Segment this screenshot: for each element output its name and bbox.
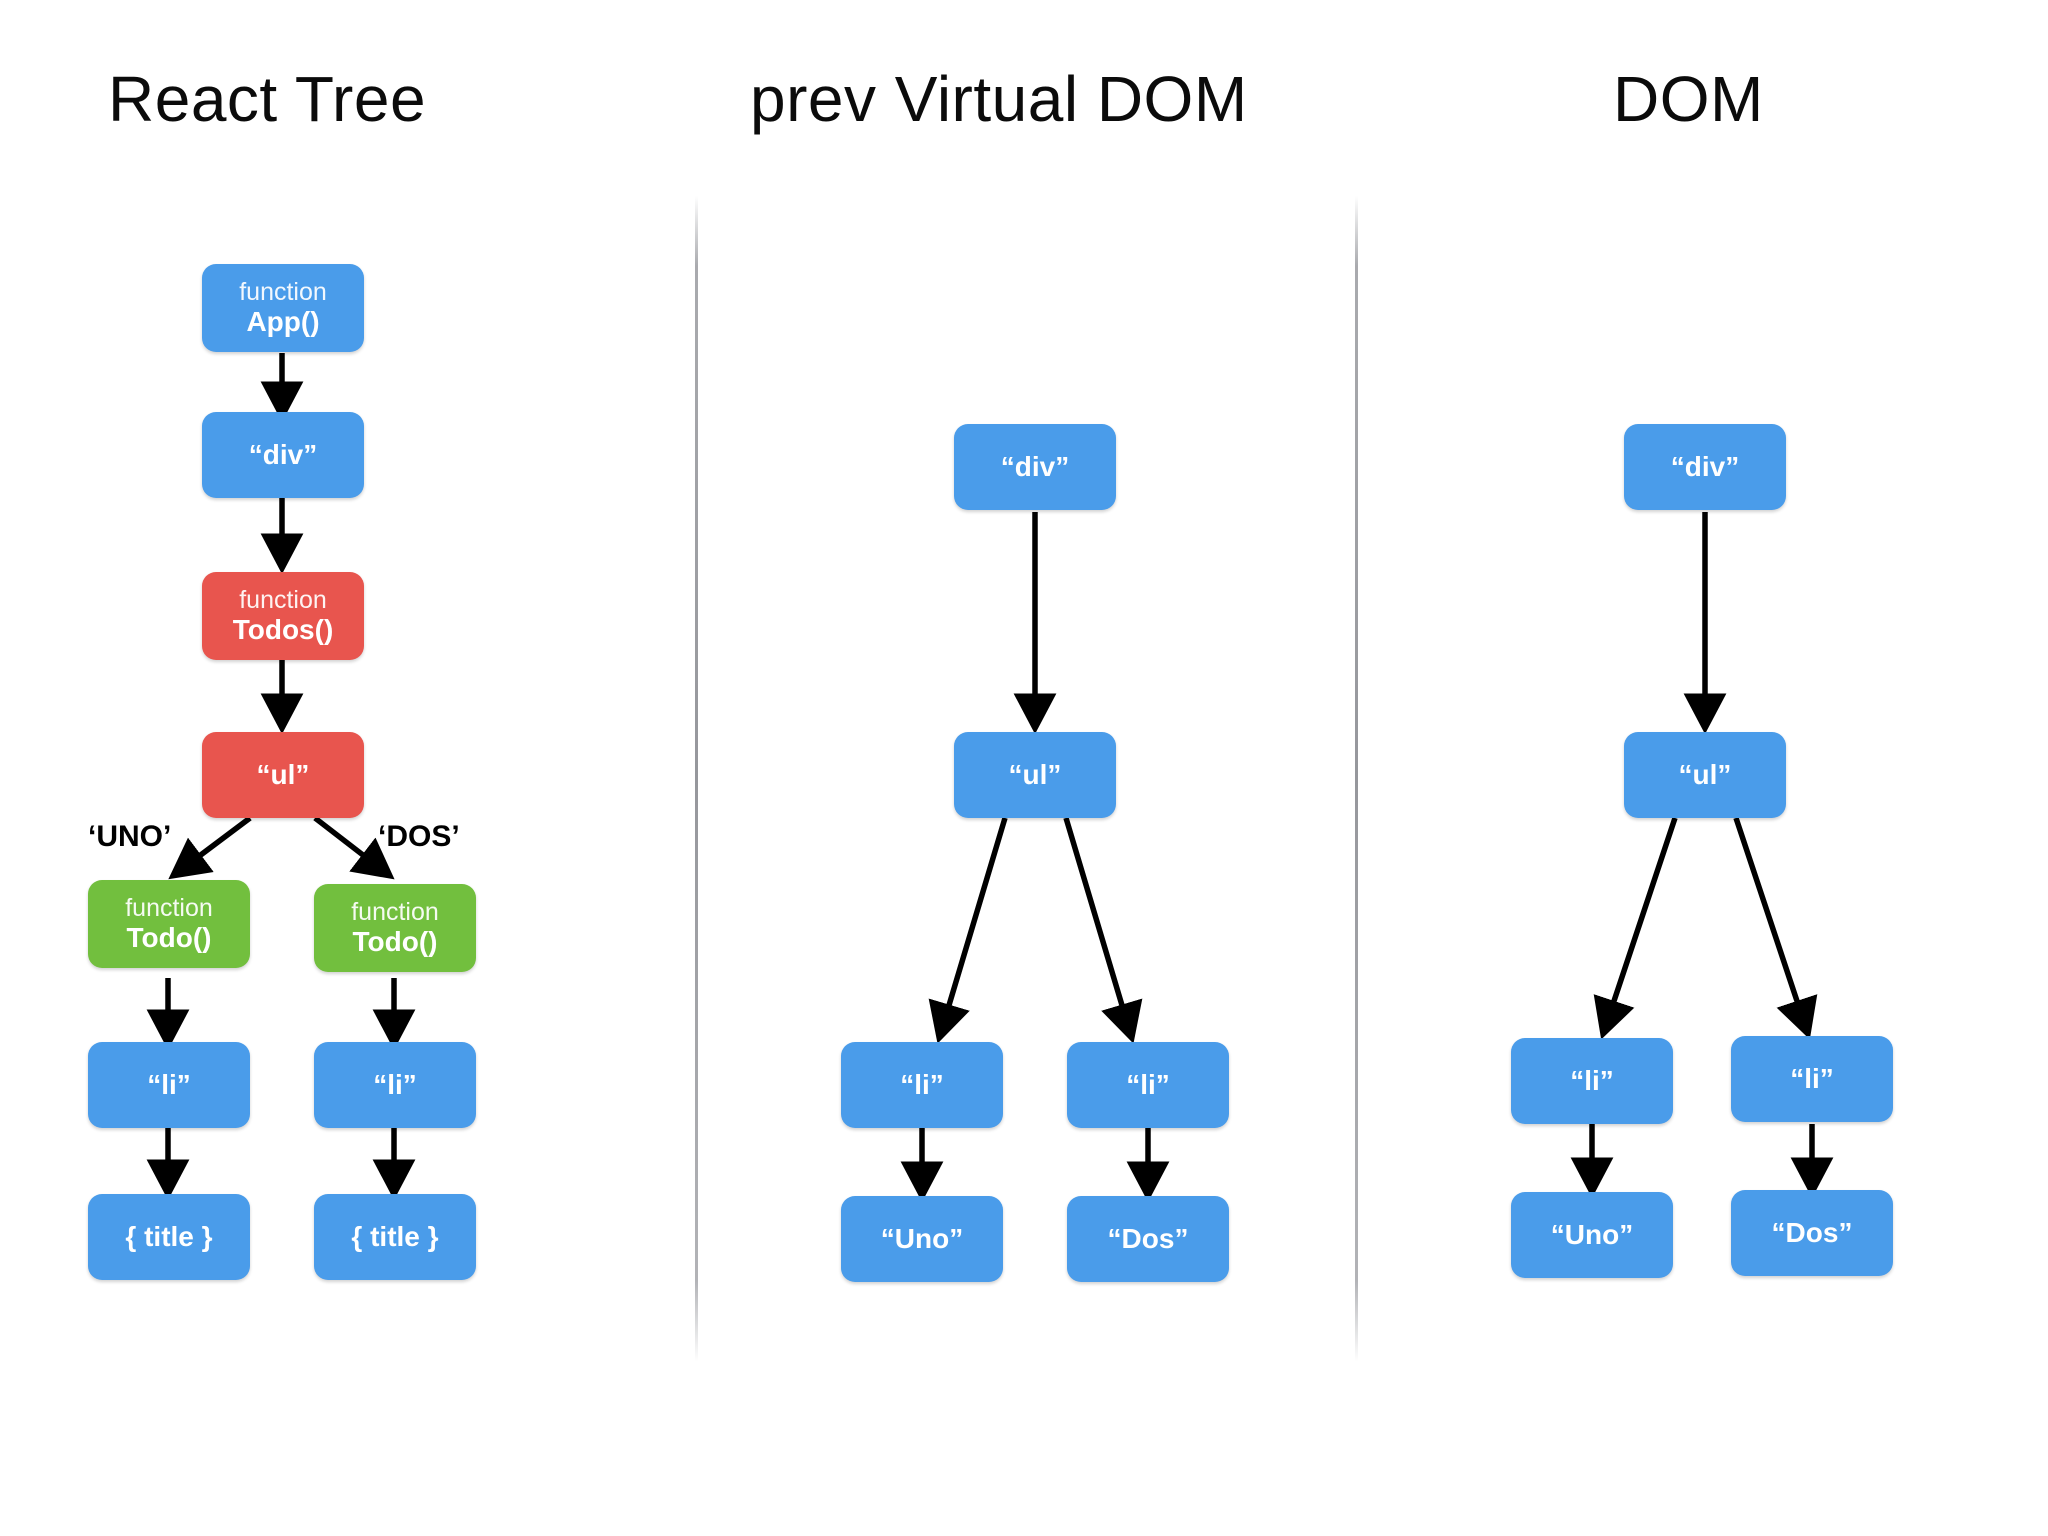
react-node-app-sub: function	[239, 278, 327, 307]
divider-left	[695, 196, 698, 1362]
react-node-app-main: App()	[246, 306, 320, 338]
react-node-todos-main: Todos()	[232, 614, 334, 646]
dom-node-li-right-main: “li”	[1790, 1063, 1834, 1095]
react-node-app[interactable]: function App()	[202, 264, 364, 352]
column-title-react-tree: React Tree	[108, 63, 427, 135]
dom-node-ul-main: “ul”	[1678, 759, 1732, 791]
dom-node-li-right[interactable]: “li”	[1731, 1036, 1893, 1122]
dom-node-li-left[interactable]: “li”	[1511, 1038, 1673, 1124]
react-node-title-right-main: { title }	[351, 1221, 439, 1253]
react-node-div[interactable]: “div”	[202, 412, 364, 498]
react-node-title-right[interactable]: { title }	[314, 1194, 476, 1280]
dom-node-dos-main: “Dos”	[1771, 1217, 1853, 1249]
react-node-todo-left-sub: function	[125, 894, 213, 923]
vdom-arrow-ul-to-li-right	[1063, 817, 1143, 1044]
vdom-node-div[interactable]: “div”	[954, 424, 1116, 510]
react-node-todos-sub: function	[239, 586, 327, 615]
vdom-node-dos[interactable]: “Dos”	[1067, 1196, 1229, 1282]
react-node-todo-right[interactable]: function Todo()	[314, 884, 476, 972]
react-node-div-main: “div”	[248, 439, 318, 471]
react-node-li-left[interactable]: “li”	[88, 1042, 250, 1128]
dom-node-uno[interactable]: “Uno”	[1511, 1192, 1673, 1278]
react-node-title-left[interactable]: { title }	[88, 1194, 250, 1280]
react-node-ul[interactable]: “ul”	[202, 732, 364, 818]
vdom-node-ul[interactable]: “ul”	[954, 732, 1116, 818]
react-node-todo-right-main: Todo()	[352, 926, 438, 958]
react-node-title-left-main: { title }	[125, 1221, 213, 1253]
dom-arrow-ul-to-li-left	[1593, 817, 1678, 1040]
react-node-li-right-main: “li”	[373, 1069, 417, 1101]
react-node-todos[interactable]: function Todos()	[202, 572, 364, 660]
react-node-todo-left-main: Todo()	[126, 922, 212, 954]
react-node-li-left-main: “li”	[147, 1069, 191, 1101]
vdom-arrow-ul-to-li-left	[928, 817, 1008, 1044]
dom-node-ul[interactable]: “ul”	[1624, 732, 1786, 818]
dom-node-div-main: “div”	[1670, 451, 1740, 483]
divider-right	[1355, 196, 1358, 1362]
react-node-ul-main: “ul”	[256, 759, 310, 791]
arrow-ul-to-todo-right	[313, 815, 395, 880]
vdom-node-li-right[interactable]: “li”	[1067, 1042, 1229, 1128]
column-title-prev-virtual-dom: prev Virtual DOM	[750, 63, 1248, 135]
edge-label-dos: ‘DOS’	[378, 820, 460, 853]
vdom-node-li-left-main: “li”	[900, 1069, 944, 1101]
vdom-node-dos-main: “Dos”	[1107, 1223, 1189, 1255]
vdom-node-uno-main: “Uno”	[880, 1223, 964, 1255]
react-node-li-right[interactable]: “li”	[314, 1042, 476, 1128]
arrow-ul-to-todo-left	[168, 815, 252, 880]
edge-label-uno: ‘UNO’	[88, 820, 172, 853]
react-node-todo-left[interactable]: function Todo()	[88, 880, 250, 968]
dom-node-div[interactable]: “div”	[1624, 424, 1786, 510]
dom-arrow-ul-to-li-right	[1733, 817, 1818, 1040]
column-title-dom: DOM	[1613, 63, 1764, 135]
dom-node-dos[interactable]: “Dos”	[1731, 1190, 1893, 1276]
react-node-todo-right-sub: function	[351, 898, 439, 927]
dom-node-li-left-main: “li”	[1570, 1065, 1614, 1097]
vdom-node-li-left[interactable]: “li”	[841, 1042, 1003, 1128]
dom-node-uno-main: “Uno”	[1550, 1219, 1634, 1251]
vdom-node-ul-main: “ul”	[1008, 759, 1062, 791]
vdom-node-li-right-main: “li”	[1126, 1069, 1170, 1101]
vdom-node-uno[interactable]: “Uno”	[841, 1196, 1003, 1282]
vdom-node-div-main: “div”	[1000, 451, 1070, 483]
